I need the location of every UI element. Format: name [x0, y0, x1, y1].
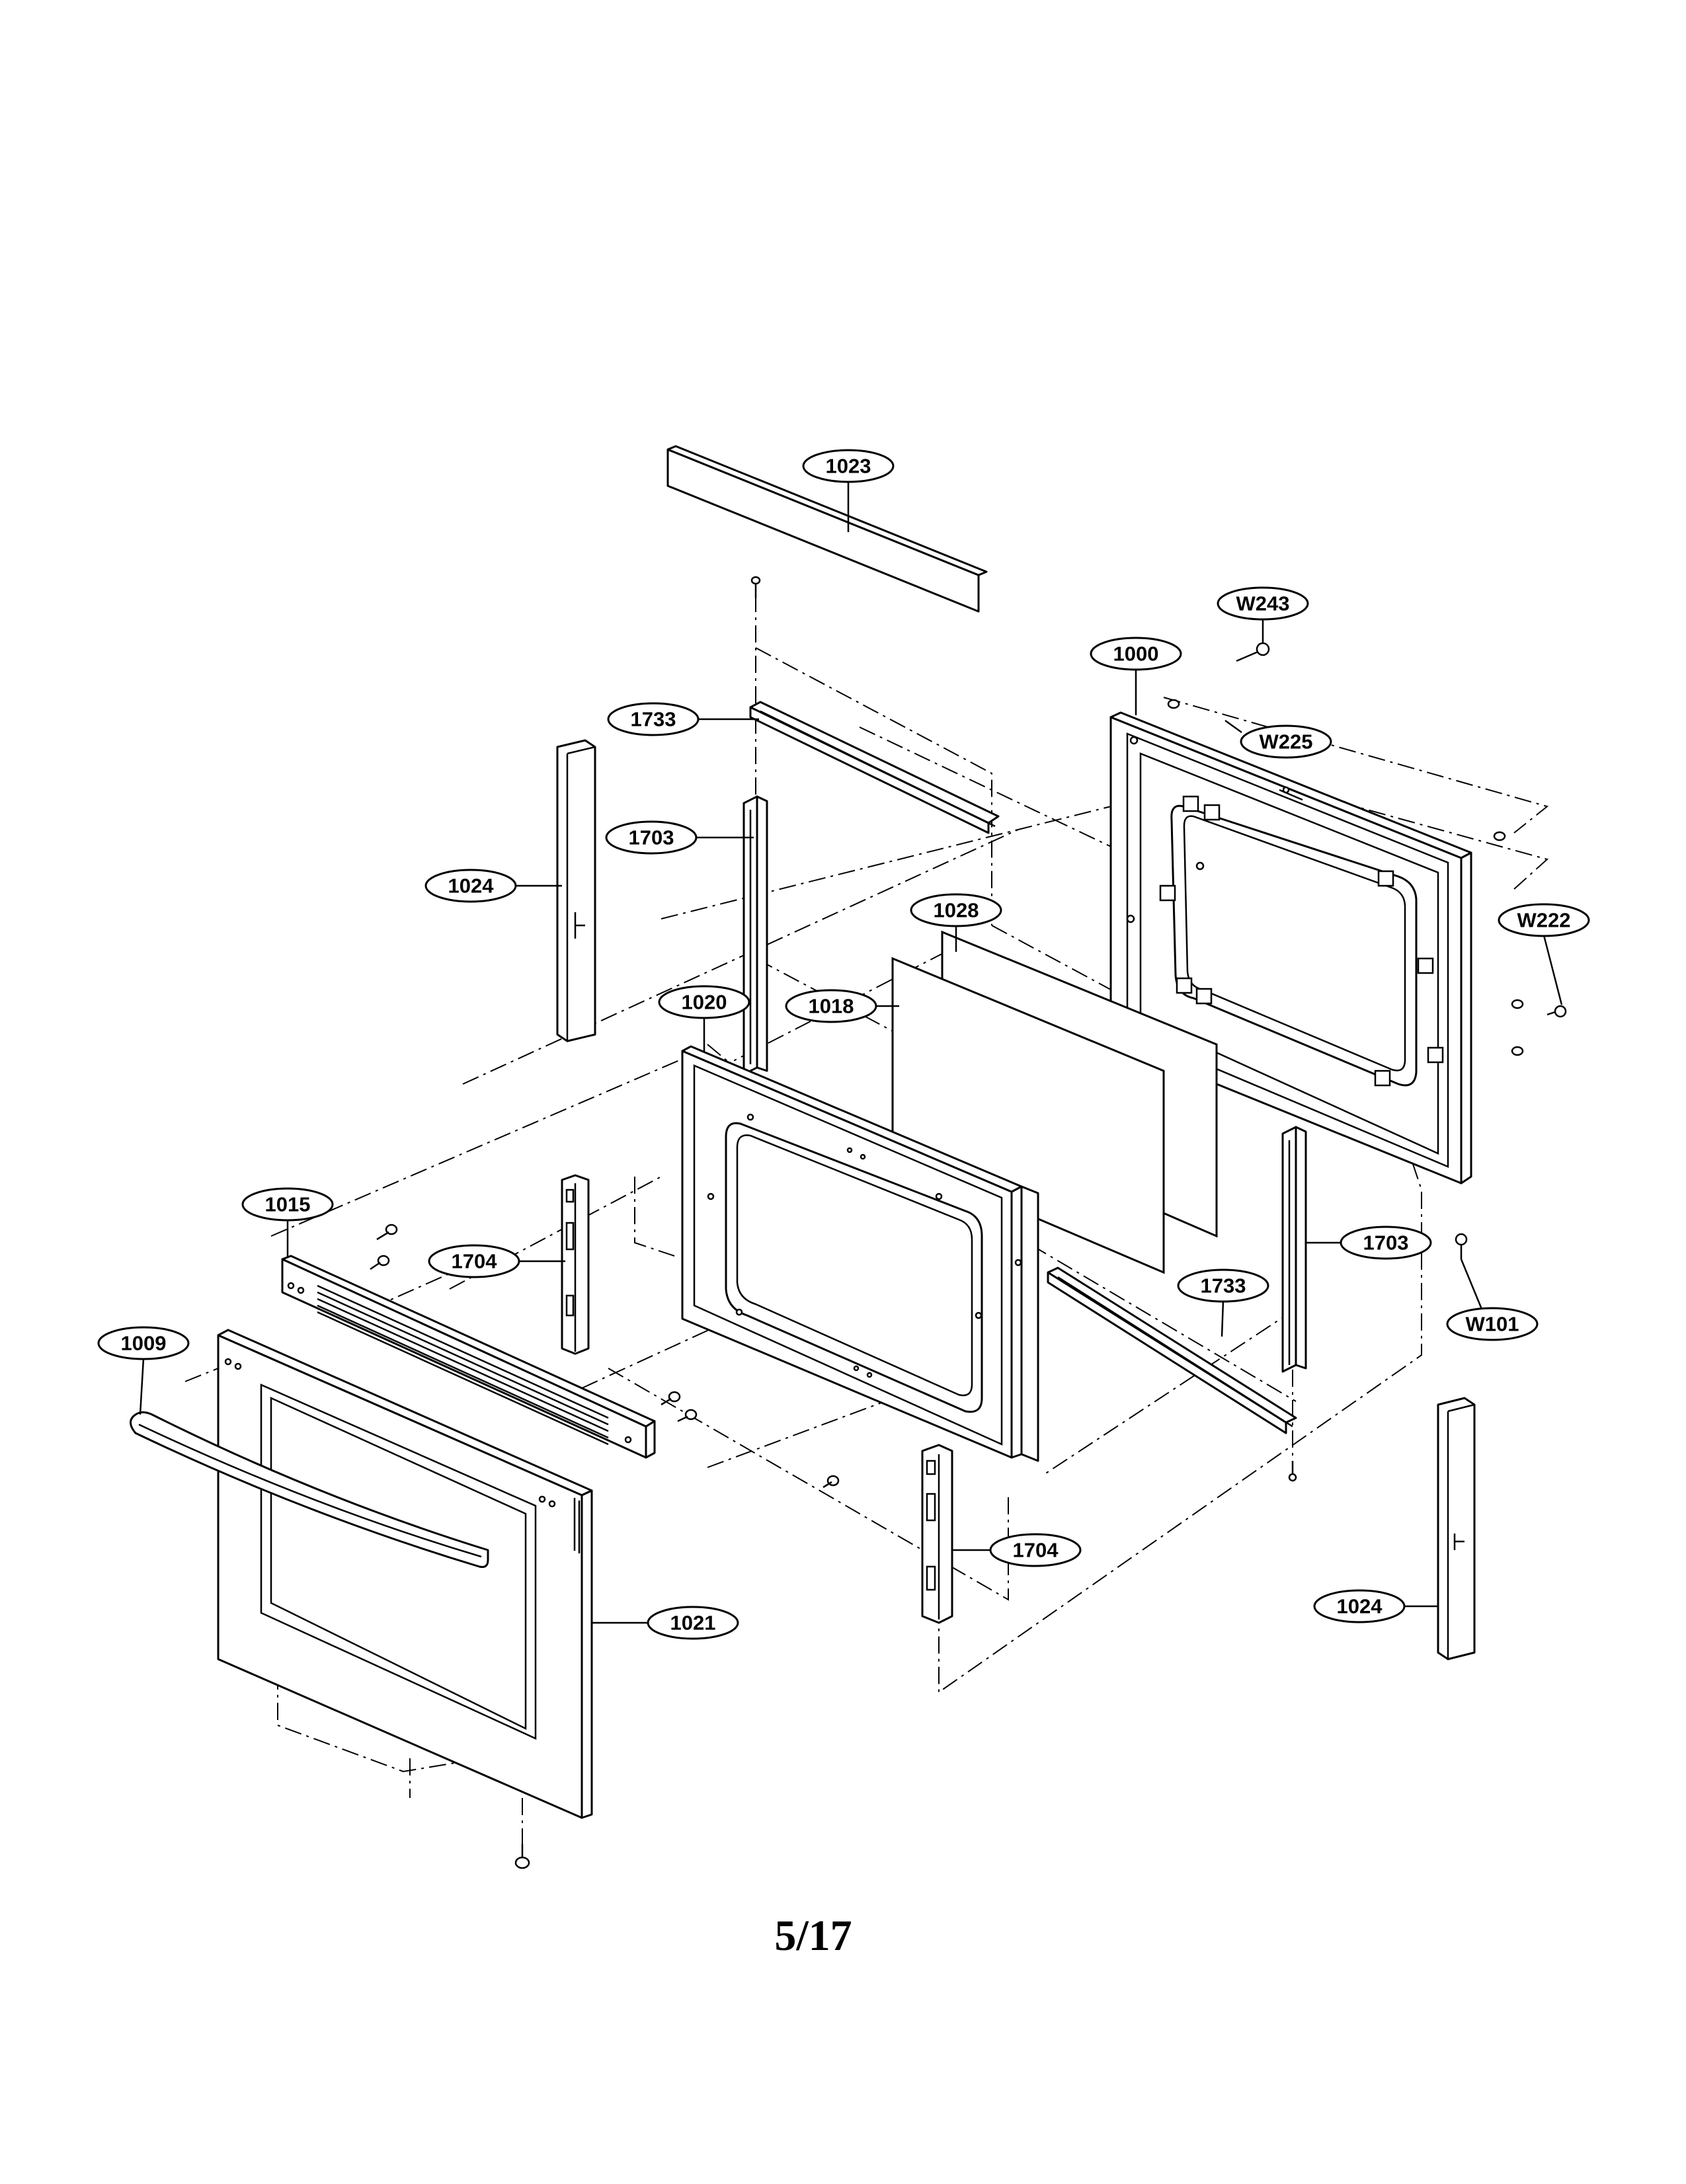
part-1024-left-side-trim [556, 739, 596, 1042]
callout-1020: 1020 [658, 985, 750, 1019]
washers-w225-w222 [1167, 699, 1524, 1056]
leader-lines [139, 481, 1563, 1624]
callout-1015: 1015 [241, 1187, 334, 1222]
part-1021-outer-door [217, 1329, 593, 1819]
screw-top [750, 576, 761, 598]
callout-1023-label: 1023 [826, 455, 871, 478]
screw-w243 [1236, 642, 1270, 662]
callout-1733-top: 1733 [607, 702, 700, 736]
callout-1703-right: 1703 [1340, 1226, 1432, 1260]
callout-1703-right-label: 1703 [1363, 1231, 1409, 1255]
callout-1703-left-label: 1703 [629, 826, 674, 849]
screw-w101 [1455, 1233, 1468, 1259]
callout-1028-label: 1028 [934, 899, 979, 922]
callout-1024-left-label: 1024 [448, 875, 495, 898]
callout-1733-bottom-label: 1733 [1201, 1274, 1246, 1298]
callout-w225: W225 [1240, 724, 1332, 759]
callout-1704-left-label: 1704 [452, 1250, 498, 1273]
screw-w222 [1546, 1005, 1567, 1018]
callout-1015-label: 1015 [265, 1193, 311, 1216]
callout-1018: 1018 [785, 989, 877, 1023]
part-1009-door-handle [130, 1411, 489, 1568]
callout-w101: W101 [1446, 1307, 1539, 1341]
screws-1015 [370, 1224, 698, 1423]
callout-w101-label: W101 [1466, 1313, 1519, 1336]
callout-1733-top-label: 1733 [631, 708, 676, 731]
part-1703-right-channel [1281, 1126, 1307, 1373]
callout-1028: 1028 [910, 893, 1002, 927]
callout-w243-label: W243 [1236, 592, 1290, 615]
screw-1703-right [1288, 1461, 1297, 1482]
callout-1023: 1023 [802, 449, 895, 483]
callout-w222: W222 [1498, 903, 1590, 937]
part-1018-glass-pane [891, 956, 1165, 1274]
callout-1024-right-label: 1024 [1337, 1595, 1383, 1618]
part-1704-bottom-hinge [921, 1444, 953, 1624]
part-1015-vent-trim [281, 1255, 656, 1459]
callout-1009: 1009 [97, 1326, 190, 1360]
callout-1000: 1000 [1090, 637, 1182, 671]
callout-1021: 1021 [647, 1606, 739, 1640]
callout-w243: W243 [1217, 586, 1309, 621]
callout-1024-left: 1024 [424, 869, 517, 903]
callout-w225-label: W225 [1260, 730, 1313, 754]
callout-1703-left: 1703 [605, 820, 698, 855]
callout-1733-bottom: 1733 [1177, 1268, 1269, 1303]
callout-w222-label: W222 [1517, 909, 1571, 932]
callout-1704-bottom: 1704 [989, 1533, 1082, 1567]
part-1023-top-trim [666, 445, 988, 613]
part-1704-left-hinge [561, 1174, 590, 1355]
part-1733-top-rail [749, 701, 1000, 834]
callout-1018-label: 1018 [809, 995, 854, 1018]
page-number: 5/17 [774, 1912, 852, 1960]
callout-1021-label: 1021 [670, 1612, 716, 1635]
screw-1020-bottom [823, 1475, 840, 1489]
callout-1020-label: 1020 [682, 991, 727, 1014]
part-1020-door-frame [681, 1045, 1039, 1462]
callout-1009-label: 1009 [121, 1332, 167, 1355]
callout-1024-right: 1024 [1313, 1589, 1406, 1623]
callout-1000-label: 1000 [1113, 643, 1159, 666]
callout-1704-left: 1704 [428, 1244, 520, 1278]
callout-1704-bottom-label: 1704 [1013, 1539, 1059, 1562]
part-1024-right-side-trim [1437, 1397, 1476, 1660]
part-1733-bottom-rail [1047, 1267, 1297, 1434]
screw-bottom [514, 1844, 530, 1869]
